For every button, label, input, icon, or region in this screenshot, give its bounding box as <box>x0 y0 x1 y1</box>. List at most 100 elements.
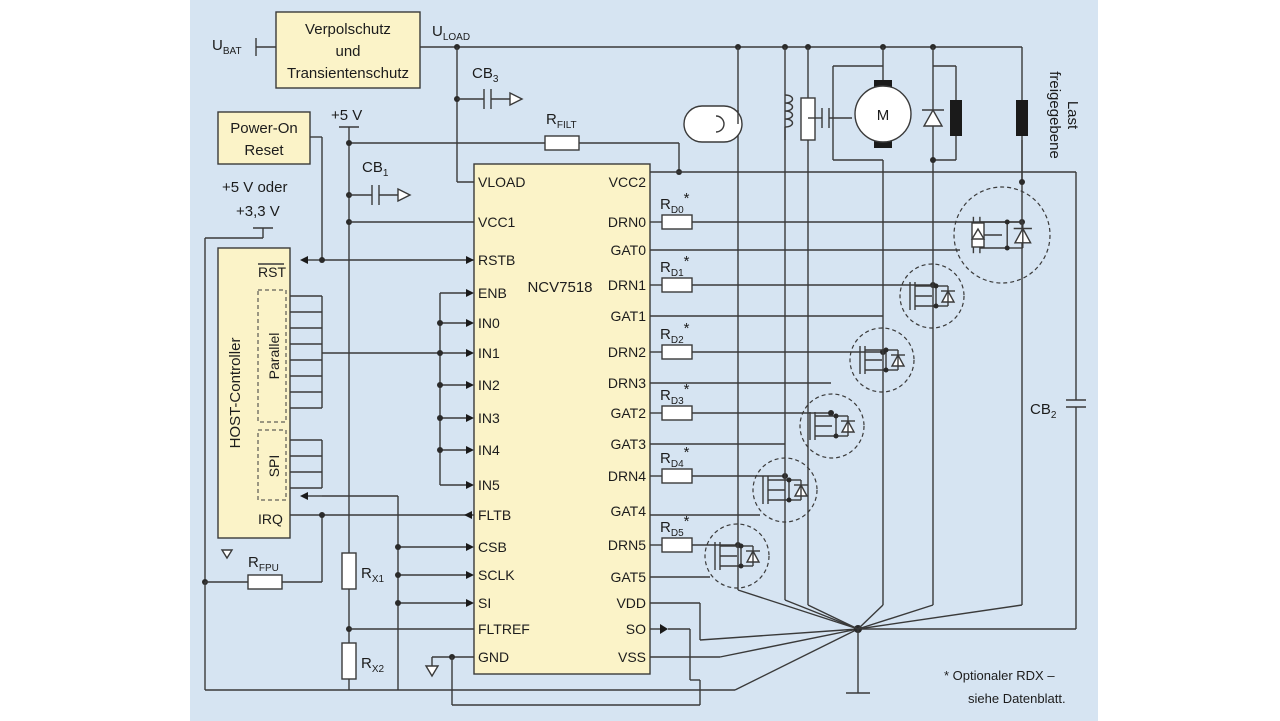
pin-drn2: DRN2 <box>608 344 646 360</box>
pin-gat5: GAT5 <box>610 569 646 585</box>
rfpu-label: RFPU <box>248 554 279 574</box>
pin-drn0: DRN0 <box>608 214 646 230</box>
rx-divider <box>341 552 474 680</box>
pin-fltref: FLTREF <box>478 621 530 637</box>
ground-star <box>737 47 1023 694</box>
parallel-label: Parallel <box>266 333 282 380</box>
pin-drn4: DRN4 <box>608 468 646 484</box>
pin-in2: IN2 <box>478 377 500 393</box>
host-controller-block <box>217 247 291 539</box>
motor-label: M <box>877 107 890 124</box>
rx1-label: RX1 <box>361 565 385 585</box>
freigegebene-load <box>1016 47 1028 185</box>
cb1-label: CB1 <box>362 159 389 179</box>
pin-in5: IN5 <box>478 477 500 493</box>
diode-inductor-load <box>922 47 962 163</box>
coil-load <box>784 94 794 140</box>
pin-in0: IN0 <box>478 315 500 331</box>
pin-vss: VSS <box>618 649 646 665</box>
pin-vload: VLOAD <box>478 174 525 190</box>
pin-gat3: GAT3 <box>610 436 646 452</box>
pin-so: SO <box>626 621 646 637</box>
pin-gat2: GAT2 <box>610 405 646 421</box>
ncv7518-chip <box>473 163 651 675</box>
pin-sclk: SCLK <box>478 567 515 583</box>
freigegebene-label: freigegebene <box>1046 71 1063 159</box>
drain-resistor-label-3: RD3* <box>660 381 690 407</box>
parallel-group <box>257 289 287 423</box>
drain-resistor-0: RD0* <box>650 190 1025 230</box>
pin-gnd: GND <box>478 649 509 665</box>
chip-left-pins: VLOADVCC1RSTBENBIN0IN1IN2IN3IN4IN5FLTBCS… <box>478 174 530 665</box>
uload-label: ULOAD <box>432 23 470 43</box>
irq-pin-label: IRQ <box>258 511 283 527</box>
footnote-line-2: siehe Datenblatt. <box>968 691 1066 706</box>
parallel-bus <box>290 289 474 489</box>
drain-resistor-label-1: RD1* <box>660 253 690 279</box>
rfilt-label: RFILT <box>546 111 577 131</box>
verpolschutz-label-1: Verpolschutz <box>305 21 391 38</box>
pin-gat0: GAT0 <box>610 242 646 258</box>
spi-group <box>257 429 287 501</box>
supply-label-2: +3,3 V <box>236 203 280 220</box>
drain-resistor-3: RD3* <box>650 381 834 421</box>
drain-resistor-label-2: RD2* <box>660 320 690 346</box>
pin-fltb: FLTB <box>478 507 511 523</box>
mosfet-1 <box>899 263 965 329</box>
drain-resistor-1: RD1* <box>650 253 936 293</box>
drain-resistor-2: RD2* <box>650 320 886 360</box>
supply-label-1: +5 V oder <box>222 179 287 196</box>
chip-right-pins: VCC2DRN0GAT0DRN1GAT1DRN2DRN3GAT2GAT3DRN4… <box>608 174 646 665</box>
spi-label: SPI <box>266 455 282 478</box>
mosfet-3 <box>799 393 865 459</box>
pin-drn1: DRN1 <box>608 277 646 293</box>
drain-resistor-label-0: RD0* <box>660 190 690 216</box>
cb3-label: CB3 <box>472 65 499 85</box>
verpolschutz-label-3: Transientenschutz <box>287 65 409 82</box>
mosfet-4 <box>752 457 818 523</box>
last-label: Last <box>1064 101 1081 130</box>
power-on-label: Power-On <box>230 120 298 137</box>
footnote-line-1: * Optionaler RDX – <box>944 668 1055 683</box>
rx2-label: RX2 <box>361 655 385 675</box>
chip-name: NCV7518 <box>527 279 592 296</box>
spi-bus <box>290 439 474 690</box>
pin-enb: ENB <box>478 285 507 301</box>
pin-vdd: VDD <box>616 595 646 611</box>
resistor-load <box>800 47 883 161</box>
pin-gat1: GAT1 <box>610 308 646 324</box>
mosfet-5 <box>704 523 770 589</box>
host-controller-label: HOST-Controller <box>227 338 244 449</box>
host-supply-wiring <box>202 227 680 691</box>
drain-resistor-5: RD5* <box>650 513 741 553</box>
pin-si: SI <box>478 595 491 611</box>
lamp-load <box>683 105 743 143</box>
cb2-label: CB2 <box>1030 401 1057 421</box>
rx1-resistor <box>341 552 357 590</box>
pin-in4: IN4 <box>478 442 500 458</box>
drain-resistors: RD0* RD1* RD2* RD3* RD4* RD5* <box>650 190 1025 553</box>
drain-resistor-label-4: RD4* <box>660 444 690 470</box>
pin-csb: CSB <box>478 539 507 555</box>
pin-vcc1: VCC1 <box>478 214 516 230</box>
rst-pin-label: RST <box>258 264 286 280</box>
reset-label: Reset <box>244 142 284 159</box>
mosfet-2 <box>849 327 915 393</box>
rx2-resistor <box>341 642 357 680</box>
plus5v-label: +5 V <box>331 107 362 124</box>
motor-load: M <box>854 47 912 148</box>
mosfet-array <box>704 186 1051 589</box>
mosfet-0 <box>953 186 1051 284</box>
vload-wiring <box>454 47 524 183</box>
host-ground-symbol <box>220 549 234 560</box>
rfilt-resistor <box>349 135 682 175</box>
pin-rstb: RSTB <box>478 252 515 268</box>
chip-right-wiring <box>650 171 1086 705</box>
drain-resistor-label-5: RD5* <box>660 513 690 539</box>
pin-in1: IN1 <box>478 345 500 361</box>
por-wiring <box>300 136 474 264</box>
pin-vcc2: VCC2 <box>609 174 647 190</box>
ubat-label: UBAT <box>212 37 242 57</box>
pin-gat4: GAT4 <box>610 503 646 519</box>
